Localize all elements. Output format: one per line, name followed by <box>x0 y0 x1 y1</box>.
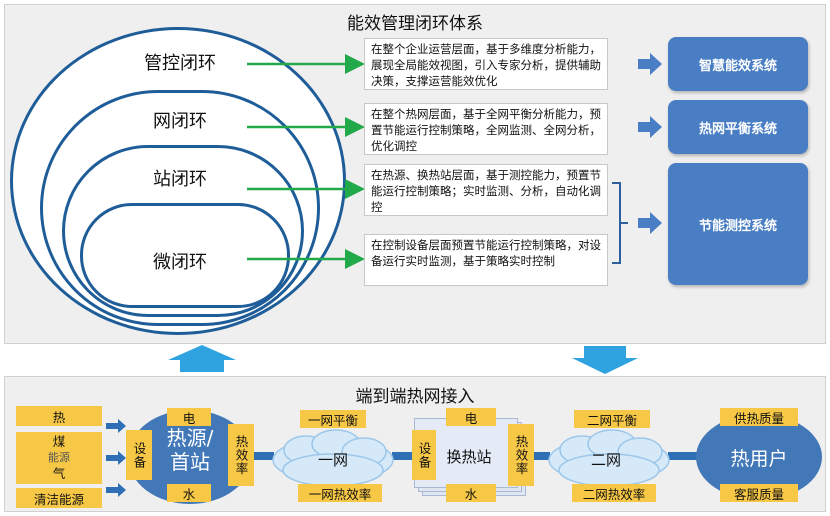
heat-source-electric: 电 <box>167 408 211 426</box>
desc-management: 在整个企业运营层面，基于多维度分析能力，展现全局能效视图，引入专家分析，提供辅助… <box>364 38 608 90</box>
ring-label-micro: 微闭环 <box>153 252 207 273</box>
desc-micro: 在控制设备层面预置节能运行控制策略，对设备运行实时监测，基于策略实时控制 <box>364 234 608 286</box>
station-equipment: 设备 <box>412 430 436 480</box>
station-label: 换热站 <box>446 448 492 466</box>
access-title: 端到端热网接入 <box>355 387 475 407</box>
source-coal: 煤 <box>52 434 66 449</box>
heat-user-service-quality: 客服质量 <box>720 484 798 502</box>
ring-label-station: 站闭环 <box>153 169 207 190</box>
heat-source-efficiency: 热效率 <box>228 424 254 486</box>
source-arrow-2 <box>106 451 126 465</box>
blue-arrow-2 <box>638 116 662 138</box>
up-arrow <box>168 345 236 372</box>
station-efficiency: 热效率 <box>508 424 534 486</box>
heat-user-supply-quality: 供热质量 <box>720 408 798 426</box>
blue-arrow-1 <box>638 53 662 75</box>
net1-efficiency: 一网热效率 <box>298 484 382 502</box>
net1-label: 一网 <box>317 451 348 469</box>
source-heat: 热 <box>16 406 102 426</box>
cloud-net1 <box>272 429 394 487</box>
source-gas: 气 <box>52 466 66 481</box>
closed-loop-title: 能效管理闭环体系 <box>347 14 483 34</box>
station-water: 水 <box>446 484 496 502</box>
heat-source-equipment: 设备 <box>126 430 152 480</box>
net2-balance: 二网平衡 <box>574 410 650 428</box>
system-energy-control: 节能测控系统 <box>668 163 808 285</box>
heat-user-label: 热用户 <box>730 448 788 470</box>
net1-balance: 一网平衡 <box>300 410 366 428</box>
bracket <box>612 182 628 264</box>
desc-station: 在热源、换热站层面，基于测控能力，预置节能运行控制策略；实时监测、分析，自动化调… <box>364 164 608 216</box>
source-arrow-3 <box>106 483 126 497</box>
pipe-3 <box>530 452 550 460</box>
heat-source-label: 热源/首站 <box>166 426 214 474</box>
net2-efficiency: 二网热效率 <box>572 484 656 502</box>
pipe-4 <box>668 452 698 460</box>
blue-arrow-3 <box>638 212 662 234</box>
ring-label-network: 网闭环 <box>153 111 207 132</box>
source-clean-energy: 清洁能源 <box>16 488 102 508</box>
cloud-net2 <box>548 429 670 487</box>
source-arrow-1 <box>106 419 126 433</box>
desc-network: 在整个热网层面，基于全网平衡分析能力，预置节能运行控制策略，全网监测、全网分析，… <box>364 103 608 155</box>
station-electric: 电 <box>446 408 496 426</box>
system-network-balance: 热网平衡系统 <box>668 100 808 154</box>
down-arrow <box>572 346 638 374</box>
pipe-1 <box>254 452 274 460</box>
system-smart-efficiency: 智慧能效系统 <box>668 37 808 91</box>
source-overlap: 能源 <box>48 451 70 464</box>
net2-label: 二网 <box>590 451 621 469</box>
ring-micro <box>80 203 290 308</box>
heat-source-water: 水 <box>167 484 211 502</box>
pipe-2 <box>392 452 412 460</box>
source-coal-gas: 煤 能源 气 <box>16 432 102 484</box>
ring-label-management: 管控闭环 <box>144 53 216 74</box>
